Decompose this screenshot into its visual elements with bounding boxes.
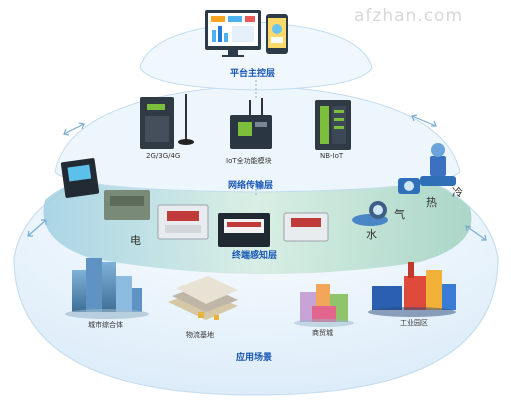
scene-label-trade-city: 商贸城 [312,329,333,337]
scene-label-urban-complex: 城市综合体 [88,321,123,329]
urban-complex-buildings [65,258,149,319]
scene-label-logistics-base: 物流基地 [186,331,214,339]
gas-meter-device [398,178,420,194]
sensing-label-gas: 气 [394,208,405,221]
sensing-label-water: 水 [366,228,377,241]
energy-meter-device-5 [283,212,329,242]
water-meter-device [352,201,388,226]
sensing-label-electricity: 电 [130,234,141,247]
nb-iot-device [315,100,351,150]
double-arrow-decorations [27,114,487,241]
logistics-base-buildings [168,276,238,320]
monitor-icon [205,10,261,57]
gateway-2g3g4g-device [140,94,194,149]
trade-city-buildings [294,284,354,327]
device-label-iot-module: IoT全功能模块 [226,157,272,165]
watermark-text: afzhan.com [354,6,464,26]
industrial-park-buildings [368,262,456,317]
multifunction-meter-device-4 [218,213,270,247]
sensing-label-cold: 冷 [452,186,463,199]
network-layer-title: 网络传输层 [228,181,274,191]
platform-layer-title: 平台主控层 [230,69,276,79]
device-label-nb-iot: NB-IoT [320,152,344,160]
sensing-layer-title: 终端感知层 [232,251,278,261]
power-meter-device-2 [104,190,150,220]
scene-label-industrial-park: 工业园区 [400,319,428,327]
platform-layer-dome [139,21,373,91]
power-meter-device-1 [60,158,100,198]
heat-meter-device [420,143,456,186]
sensing-label-heat: 热 [426,196,437,209]
smartphone-icon [266,14,288,54]
device-label-2g3g4g: 2G/3G/4G [146,152,181,160]
iot-module-device [230,98,272,149]
application-layer-title: 应用场景 [236,353,273,363]
energy-meter-device-3 [157,204,209,240]
